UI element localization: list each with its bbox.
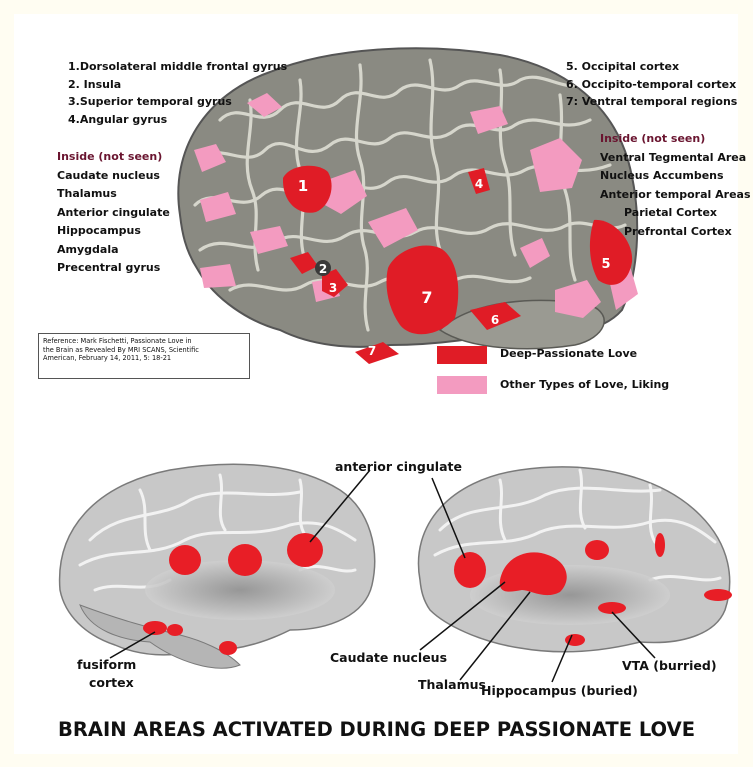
inside-item: Parietal Cortex bbox=[600, 204, 751, 223]
reference-line: the Brain as Revealed By MRI SCANS, Scie… bbox=[43, 346, 245, 355]
inside-list-left: Inside (not seen) Caudate nucleus Thalam… bbox=[57, 148, 170, 278]
region-marker-7b: 7 bbox=[368, 344, 376, 358]
region-label-2: 2. Insula bbox=[68, 76, 287, 94]
legend-swatch-other-love bbox=[437, 376, 487, 394]
activation-spot bbox=[143, 621, 167, 635]
region-label-5: 5. Occipital cortex bbox=[566, 58, 737, 76]
inside-item: Amygdala bbox=[57, 241, 170, 260]
label-fusiform-2: cortex bbox=[89, 675, 134, 690]
region-marker-3: 3 bbox=[329, 281, 337, 295]
inside-item: Anterior cingulate bbox=[57, 204, 170, 223]
inside-item: Anterior temporal Areas bbox=[600, 186, 751, 205]
reference-line: Reference: Mark Fischetti, Passionate Lo… bbox=[43, 337, 245, 346]
activation-spot bbox=[585, 540, 609, 560]
activation-spot bbox=[704, 589, 732, 601]
region-marker-5: 5 bbox=[601, 257, 610, 272]
label-vta: VTA (burried) bbox=[622, 658, 717, 673]
region-label-7: 7: Ventral temporal regions bbox=[566, 93, 737, 111]
label-caudate-nucleus: Caudate nucleus bbox=[330, 650, 447, 665]
inside-list-right: Inside (not seen) Ventral Tegmental Area… bbox=[600, 130, 751, 241]
inside-item: Precentral gyrus bbox=[57, 259, 170, 278]
legend-label-other-love: Other Types of Love, Liking bbox=[500, 378, 669, 391]
inside-item: Thalamus bbox=[57, 185, 170, 204]
label-fusiform-1: fusiform bbox=[77, 657, 136, 672]
inside-item: Hippocampus bbox=[57, 222, 170, 241]
region-list-right: 5. Occipital cortex 6. Occipito-temporal… bbox=[566, 58, 737, 111]
inside-item: Caudate nucleus bbox=[57, 167, 170, 186]
inside-heading-right: Inside (not seen) bbox=[600, 130, 751, 149]
activation-spot bbox=[454, 552, 486, 588]
legend-label-deep-love: Deep-Passionate Love bbox=[500, 347, 637, 360]
region-label-4: 4.Angular gyrus bbox=[68, 111, 287, 129]
left-medial-hemisphere bbox=[60, 464, 375, 668]
activation-spot bbox=[219, 641, 237, 655]
region-marker-2: 2 bbox=[319, 262, 327, 276]
label-hippocampus: Hippocampus (buried) bbox=[481, 683, 638, 698]
label-thalamus: Thalamus bbox=[418, 677, 486, 692]
page-title: BRAIN AREAS ACTIVATED DURING DEEP PASSIO… bbox=[0, 718, 753, 741]
inside-item: Nucleus Accumbens bbox=[600, 167, 751, 186]
activation-spot bbox=[655, 533, 665, 557]
reference-box: Reference: Mark Fischetti, Passionate Lo… bbox=[38, 333, 250, 379]
region-label-3: 3.Superior temporal gyrus bbox=[68, 93, 287, 111]
inside-heading-left: Inside (not seen) bbox=[57, 148, 170, 167]
activation-spot bbox=[169, 545, 201, 575]
activation-spot bbox=[228, 544, 262, 576]
inside-item: Prefrontal Cortex bbox=[600, 223, 751, 242]
right-medial-hemisphere bbox=[418, 467, 732, 652]
region-marker-1: 1 bbox=[298, 177, 308, 195]
inside-item: Ventral Tegmental Area bbox=[600, 149, 751, 168]
reference-line: American, February 14, 2011, 5: 18-21 bbox=[43, 354, 245, 363]
region-label-1: 1.Dorsolateral middle frontal gyrus bbox=[68, 58, 287, 76]
region-marker-4: 4 bbox=[475, 177, 483, 191]
activation-spot bbox=[167, 624, 183, 636]
activation-spot bbox=[287, 533, 323, 567]
region-marker-6: 6 bbox=[491, 313, 499, 327]
legend-swatch-deep-love bbox=[437, 346, 487, 364]
region-marker-7: 7 bbox=[421, 288, 432, 307]
label-anterior-cingulate: anterior cingulate bbox=[335, 459, 462, 474]
region-list-left: 1.Dorsolateral middle frontal gyrus 2. I… bbox=[68, 58, 287, 128]
region-label-6: 6. Occipito-temporal cortex bbox=[566, 76, 737, 94]
